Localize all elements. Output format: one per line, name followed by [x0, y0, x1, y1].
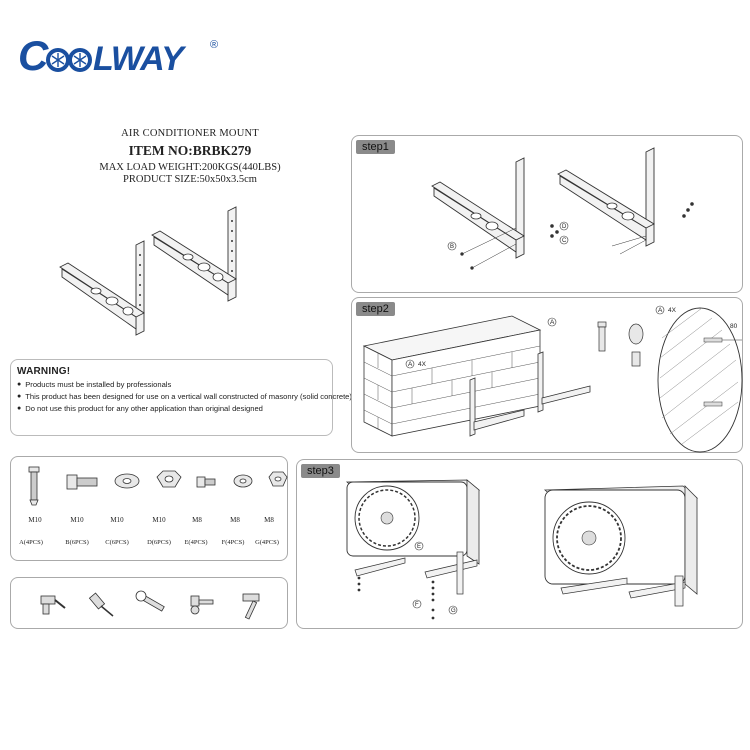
warning-line: ●This product has been designed for use …: [17, 392, 352, 401]
bullet-icon: ●: [17, 393, 22, 400]
bullet-icon: ●: [17, 381, 22, 388]
step3-label: step3: [301, 464, 340, 478]
product-title: AIR CONDITIONER MOUNT: [121, 128, 259, 139]
step2-label: step2: [356, 302, 395, 316]
part-size: M8: [192, 516, 202, 524]
socket-wrench-icon: [190, 595, 214, 615]
part-count: F(4PCS): [221, 539, 245, 546]
callout-d: D: [562, 224, 567, 230]
drill-icon: [40, 595, 66, 615]
tools-icons: [40, 590, 260, 620]
hex-bolt-icon: [66, 474, 98, 490]
ac-outdoor-unit-1: E F G: [345, 479, 481, 620]
part-count: B(6PCS): [65, 539, 89, 546]
warning-line: ●Products must be installed by professio…: [17, 380, 172, 389]
parts-list-panel: M10 M10 M10 M10 M8 M8 M8 A(4PCS) B(6PCS)…: [10, 456, 288, 561]
screwdriver-icon: [88, 592, 114, 617]
callout-b: B: [450, 244, 454, 250]
part-size: M8: [264, 516, 274, 524]
part-size: M8: [230, 516, 240, 524]
parts-icons: [28, 466, 288, 506]
expansion-bolt-icon: [28, 466, 40, 506]
detail-callout-4x: 4X: [668, 307, 677, 314]
callout-a: A: [408, 361, 413, 368]
coolway-logo: C LWAY ®: [18, 32, 218, 79]
washer-icon: [114, 473, 140, 489]
step3-panel: step3 E F G: [296, 459, 743, 629]
small-nut-icon: [268, 471, 288, 487]
part-count: E(4PCS): [184, 539, 208, 546]
small-washer-icon: [233, 474, 253, 488]
callout-g: G: [451, 608, 456, 614]
part-size: M10: [70, 516, 84, 524]
bracket-pair-illustration: [59, 206, 237, 336]
small-bolt-icon: [196, 476, 216, 488]
tools-panel: [10, 577, 288, 629]
part-count: G(4PCS): [255, 539, 279, 546]
part-size: M10: [110, 516, 124, 524]
dimension-80: 80: [730, 323, 738, 330]
part-count: A(4PCS): [19, 539, 43, 546]
callout-e: E: [417, 544, 421, 550]
warning-title: WARNING!: [17, 366, 71, 377]
hammer-icon: [242, 593, 260, 620]
callout-c: C: [562, 238, 567, 244]
part-count: C(6PCS): [105, 539, 129, 546]
callout-a-top: A: [550, 319, 555, 326]
step2-diagram: A 4X A A 4X 80: [362, 305, 743, 453]
product-info: AIR CONDITIONER MOUNT ITEM NO:BRBK279 MA…: [60, 128, 320, 185]
part-size: M10: [152, 516, 166, 524]
step2-panel: step2: [351, 297, 743, 453]
svg-text:C: C: [18, 32, 49, 79]
step3-diagram: E F G: [345, 479, 699, 620]
svg-text:LWAY: LWAY: [93, 40, 187, 78]
wrench-icon: [135, 590, 165, 612]
step1-panel: step1 B C D: [351, 135, 743, 293]
detail-callout-a: A: [658, 307, 663, 314]
part-size: M10: [28, 516, 42, 524]
bullet-icon: ●: [17, 405, 22, 412]
warning-box: WARNING! ●Products must be installed by …: [10, 359, 352, 436]
item-number: ITEM NO:BRBK279: [128, 143, 252, 158]
step1-diagram: B C D: [431, 147, 694, 270]
callout-a-4x: 4X: [418, 361, 427, 368]
product-size: PRODUCT SIZE:50x50x3.5cm: [123, 174, 257, 185]
warning-line: ●Do not use this product for any other a…: [17, 404, 263, 413]
ac-outdoor-unit-2: [543, 485, 699, 607]
step1-label: step1: [356, 140, 395, 154]
hex-nut-icon: [156, 470, 182, 488]
callout-f: F: [415, 602, 419, 608]
max-load: MAX LOAD WEIGHT:200KGS(440LBS): [99, 162, 281, 173]
part-count: D(6PCS): [147, 539, 171, 546]
registered-mark: ®: [210, 39, 218, 51]
